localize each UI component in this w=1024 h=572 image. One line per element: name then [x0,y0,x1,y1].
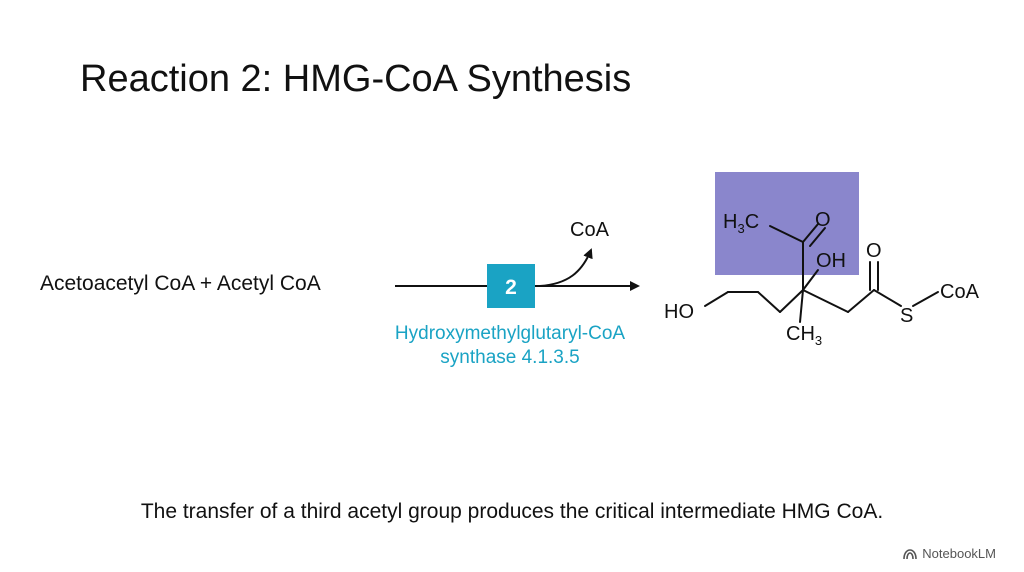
thioester-oxygen: O [866,240,882,262]
branding-label: NotebookLM [922,546,996,561]
h3c-label: H3C [723,211,759,236]
notebooklm-icon [903,548,918,559]
slide-title: Reaction 2: HMG-CoA Synthesis [80,58,632,100]
step-number: 2 [505,276,517,299]
released-coa-label: CoA [570,219,610,241]
ch3-label: CH3 [786,323,822,348]
enzyme-name: Hydroxymethylglutaryl-CoA [394,323,626,344]
branding: NotebookLM [903,546,996,561]
product-coa-label: CoA [940,281,980,303]
acetyl-highlight [715,172,859,275]
enzyme-ec: synthase 4.1.3.5 [440,347,580,368]
enzyme-label: Hydroxymethylglutaryl-CoA synthase 4.1.3… [360,322,660,370]
ketone-oxygen: O [815,209,831,231]
slide-caption: The transfer of a third acetyl group pro… [140,500,884,523]
step-box [487,264,535,308]
sulfur-label: S [900,305,913,327]
ho-label: HO [664,301,694,323]
hydroxyl-label: OH [816,250,846,272]
substrates-label: Acetoacetyl CoA + Acetyl CoA [40,272,321,295]
release-arrow [539,248,593,287]
hmg-coa-bonds [704,223,939,323]
